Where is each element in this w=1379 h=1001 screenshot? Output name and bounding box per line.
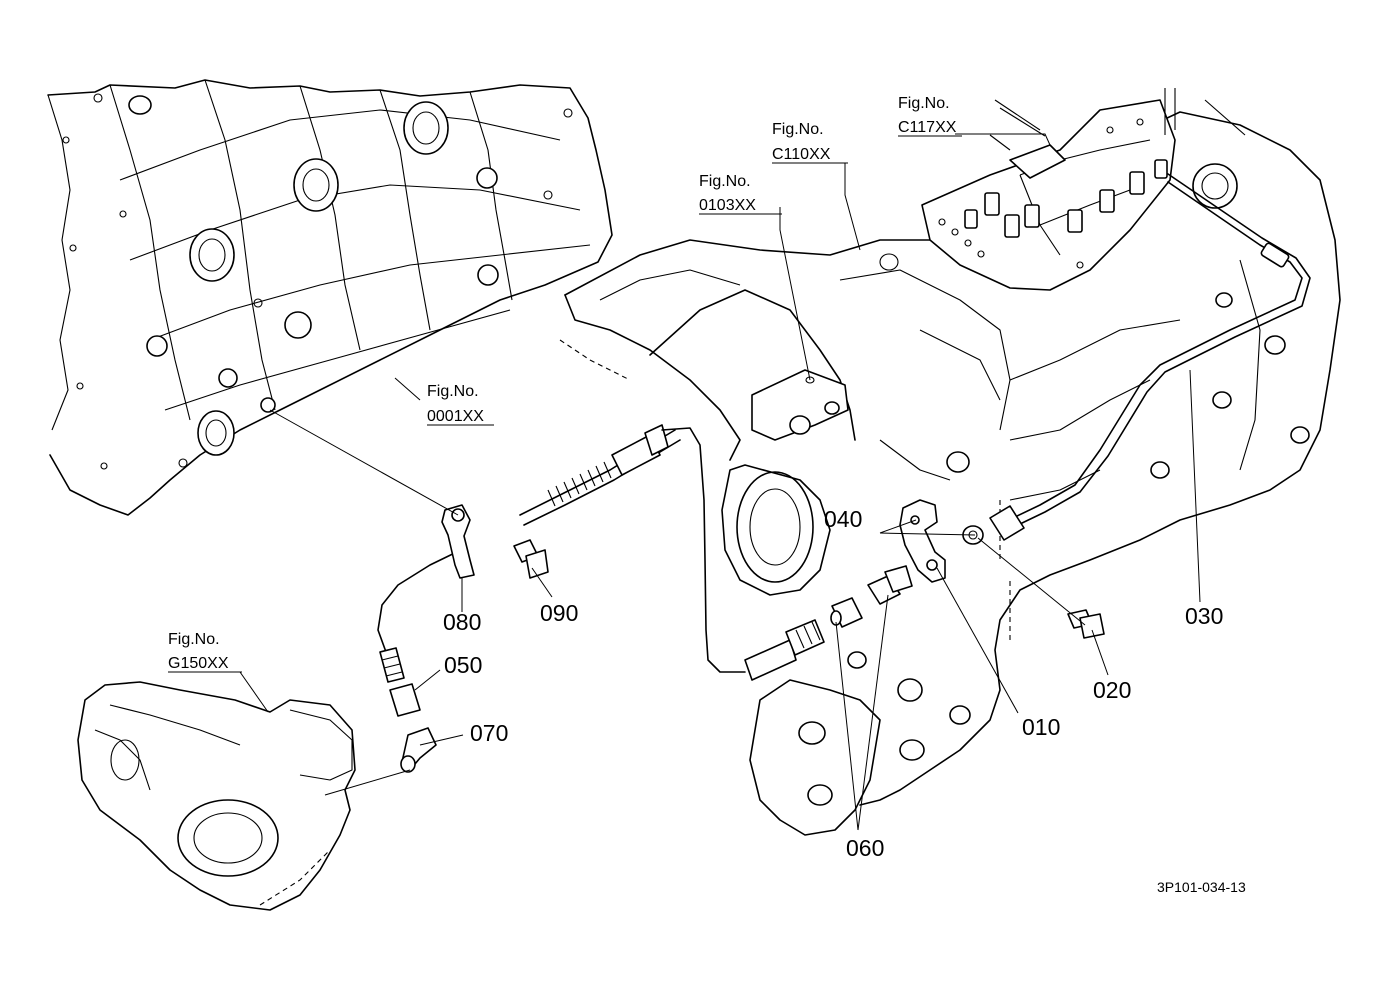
fig-ref-label: Fig.No. xyxy=(898,95,950,112)
fig-ref-0001xx[interactable]: Fig.No. 0001XX xyxy=(427,383,494,426)
transmission-housing-illustration xyxy=(559,111,1341,836)
leader-lines xyxy=(239,133,1201,831)
fig-ref-code: G150XX xyxy=(168,655,229,672)
fig-ref-c117xx[interactable]: Fig.No. C117XX xyxy=(898,95,962,137)
fig-ref-0103xx[interactable]: Fig.No. 0103XX xyxy=(699,173,782,215)
hose-assembly-illustration xyxy=(377,424,1105,773)
part-callout-060[interactable]: 060 xyxy=(846,835,884,861)
fig-ref-code: 0103XX xyxy=(699,197,756,214)
fig-ref-label: Fig.No. xyxy=(772,121,824,138)
control-valve-illustration xyxy=(921,88,1246,291)
part-callout-080[interactable]: 080 xyxy=(443,609,481,635)
pump-housing-illustration xyxy=(77,681,356,911)
part-callout-050[interactable]: 050 xyxy=(444,652,482,678)
drawing-reference-number: 3P101-034-13 xyxy=(1157,879,1246,895)
part-callout-090[interactable]: 090 xyxy=(540,600,578,626)
fig-ref-c110xx[interactable]: Fig.No. C110XX xyxy=(772,121,848,164)
fig-ref-code: 0001XX xyxy=(427,408,484,425)
hose-corrugation xyxy=(547,461,612,507)
part-callout-020[interactable]: 020 xyxy=(1093,677,1131,703)
fig-ref-label: Fig.No. xyxy=(168,631,220,648)
part-callout-040[interactable]: 040 xyxy=(824,506,862,532)
pipe-030-illustration xyxy=(989,173,1311,541)
fig-ref-g150xx[interactable]: Fig.No. G150XX xyxy=(168,631,242,673)
figure-reference-labels: Fig.No. 0001XX Fig.No. 0103XX Fig.No. C1… xyxy=(168,95,962,673)
fig-ref-code: C110XX xyxy=(772,146,831,163)
part-callout-010[interactable]: 010 xyxy=(1022,714,1060,740)
part-callout-030[interactable]: 030 xyxy=(1185,603,1223,629)
fig-ref-label: Fig.No. xyxy=(427,383,479,400)
fig-ref-label: Fig.No. xyxy=(699,173,751,190)
fig-ref-code: C117XX xyxy=(898,119,957,136)
part-number-labels: 010 020 030 040 050 060 070 080 090 xyxy=(443,506,1223,861)
part-callout-070[interactable]: 070 xyxy=(470,720,508,746)
engine-block-illustration xyxy=(47,79,613,516)
valve-fittings xyxy=(964,159,1168,238)
